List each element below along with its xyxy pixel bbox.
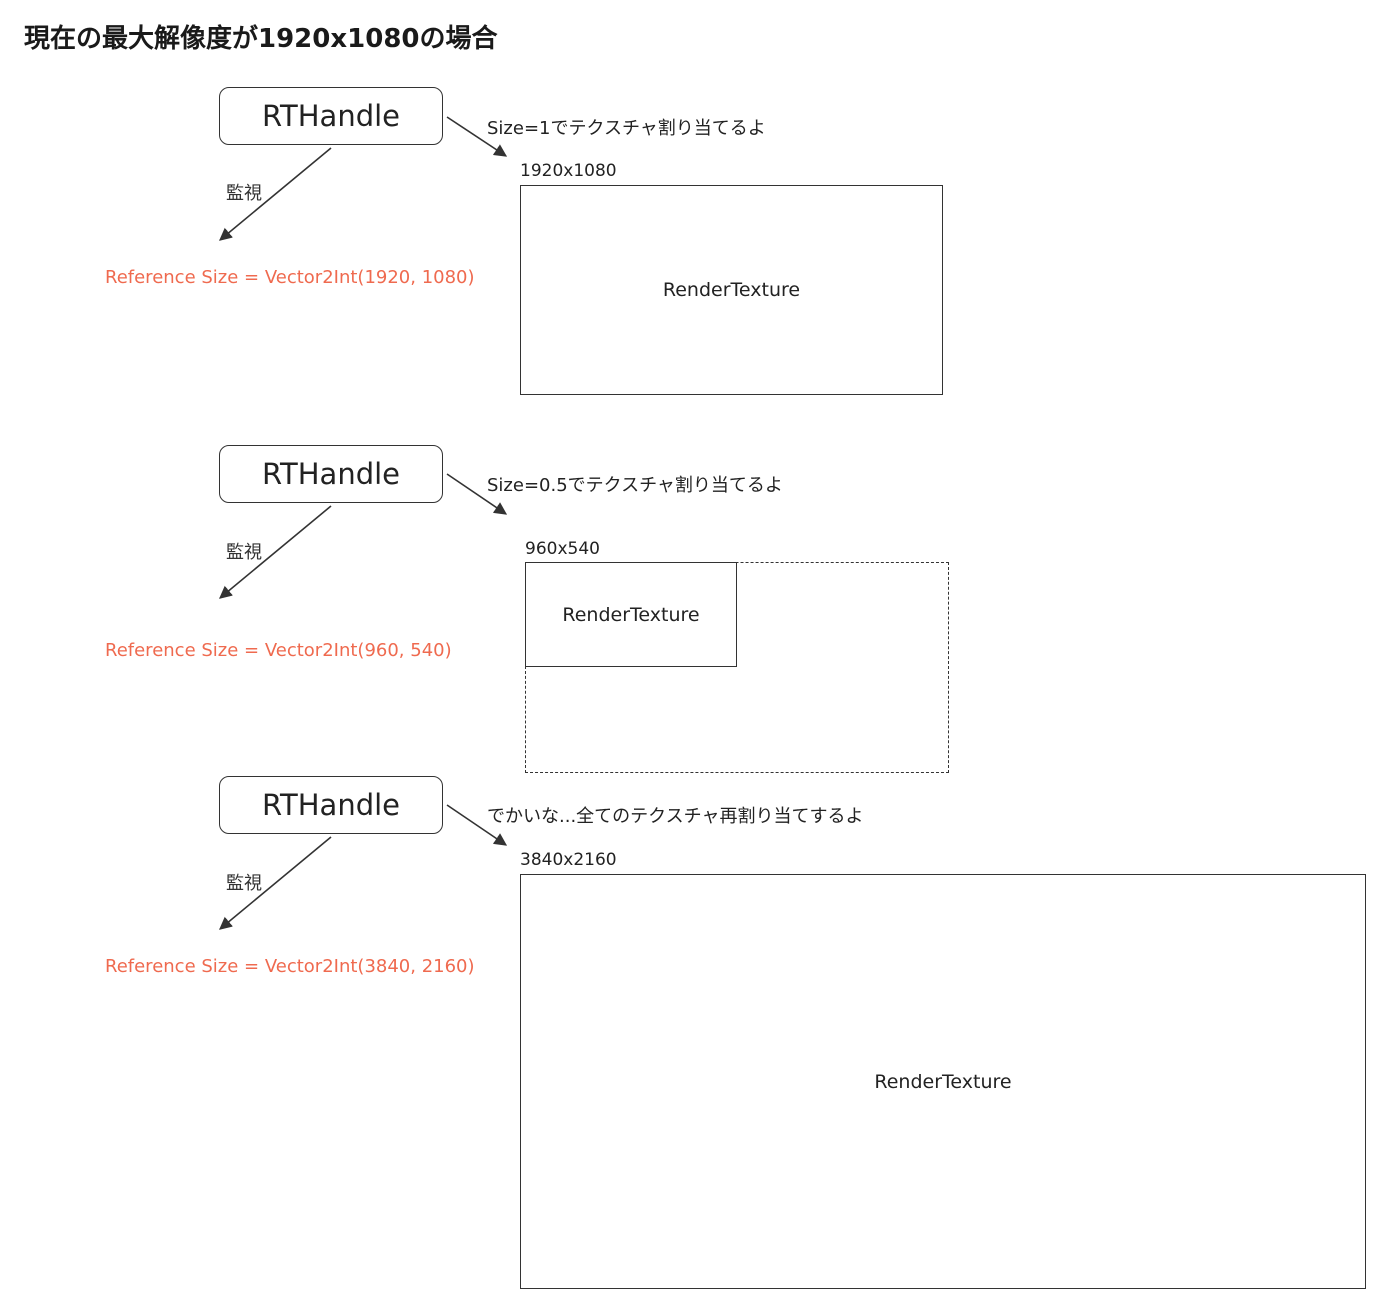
texture-size-2: 960x540 — [525, 539, 600, 559]
rthandle-box-2: RTHandle — [219, 445, 443, 503]
watch-label-3: 監視 — [226, 873, 262, 894]
reference-size-2: Reference Size = Vector2Int(960, 540) — [105, 640, 452, 661]
rthandle-box-1: RTHandle — [219, 87, 443, 145]
render-texture-box-1: RenderTexture — [520, 185, 943, 395]
rthandle-box-3: RTHandle — [219, 776, 443, 834]
texture-size-1: 1920x1080 — [520, 161, 617, 181]
allocation-note-3: でかいな...全てのテクスチャ再割り当てするよ — [487, 806, 864, 827]
reference-size-1: Reference Size = Vector2Int(1920, 1080) — [105, 267, 475, 288]
reference-size-3: Reference Size = Vector2Int(3840, 2160) — [105, 956, 475, 977]
allocation-note-1: Size=1でテクスチャ割り当てるよ — [487, 118, 766, 139]
watch-label-2: 監視 — [226, 542, 262, 563]
page-title: 現在の最大解像度が1920x1080の場合 — [24, 24, 498, 54]
texture-size-3: 3840x2160 — [520, 850, 617, 870]
full-resolution-outline — [525, 562, 949, 773]
render-texture-box-2: RenderTexture — [525, 562, 737, 667]
watch-label-1: 監視 — [226, 183, 262, 204]
render-texture-box-3: RenderTexture — [520, 874, 1366, 1289]
allocation-note-2: Size=0.5でテクスチャ割り当てるよ — [487, 475, 783, 496]
